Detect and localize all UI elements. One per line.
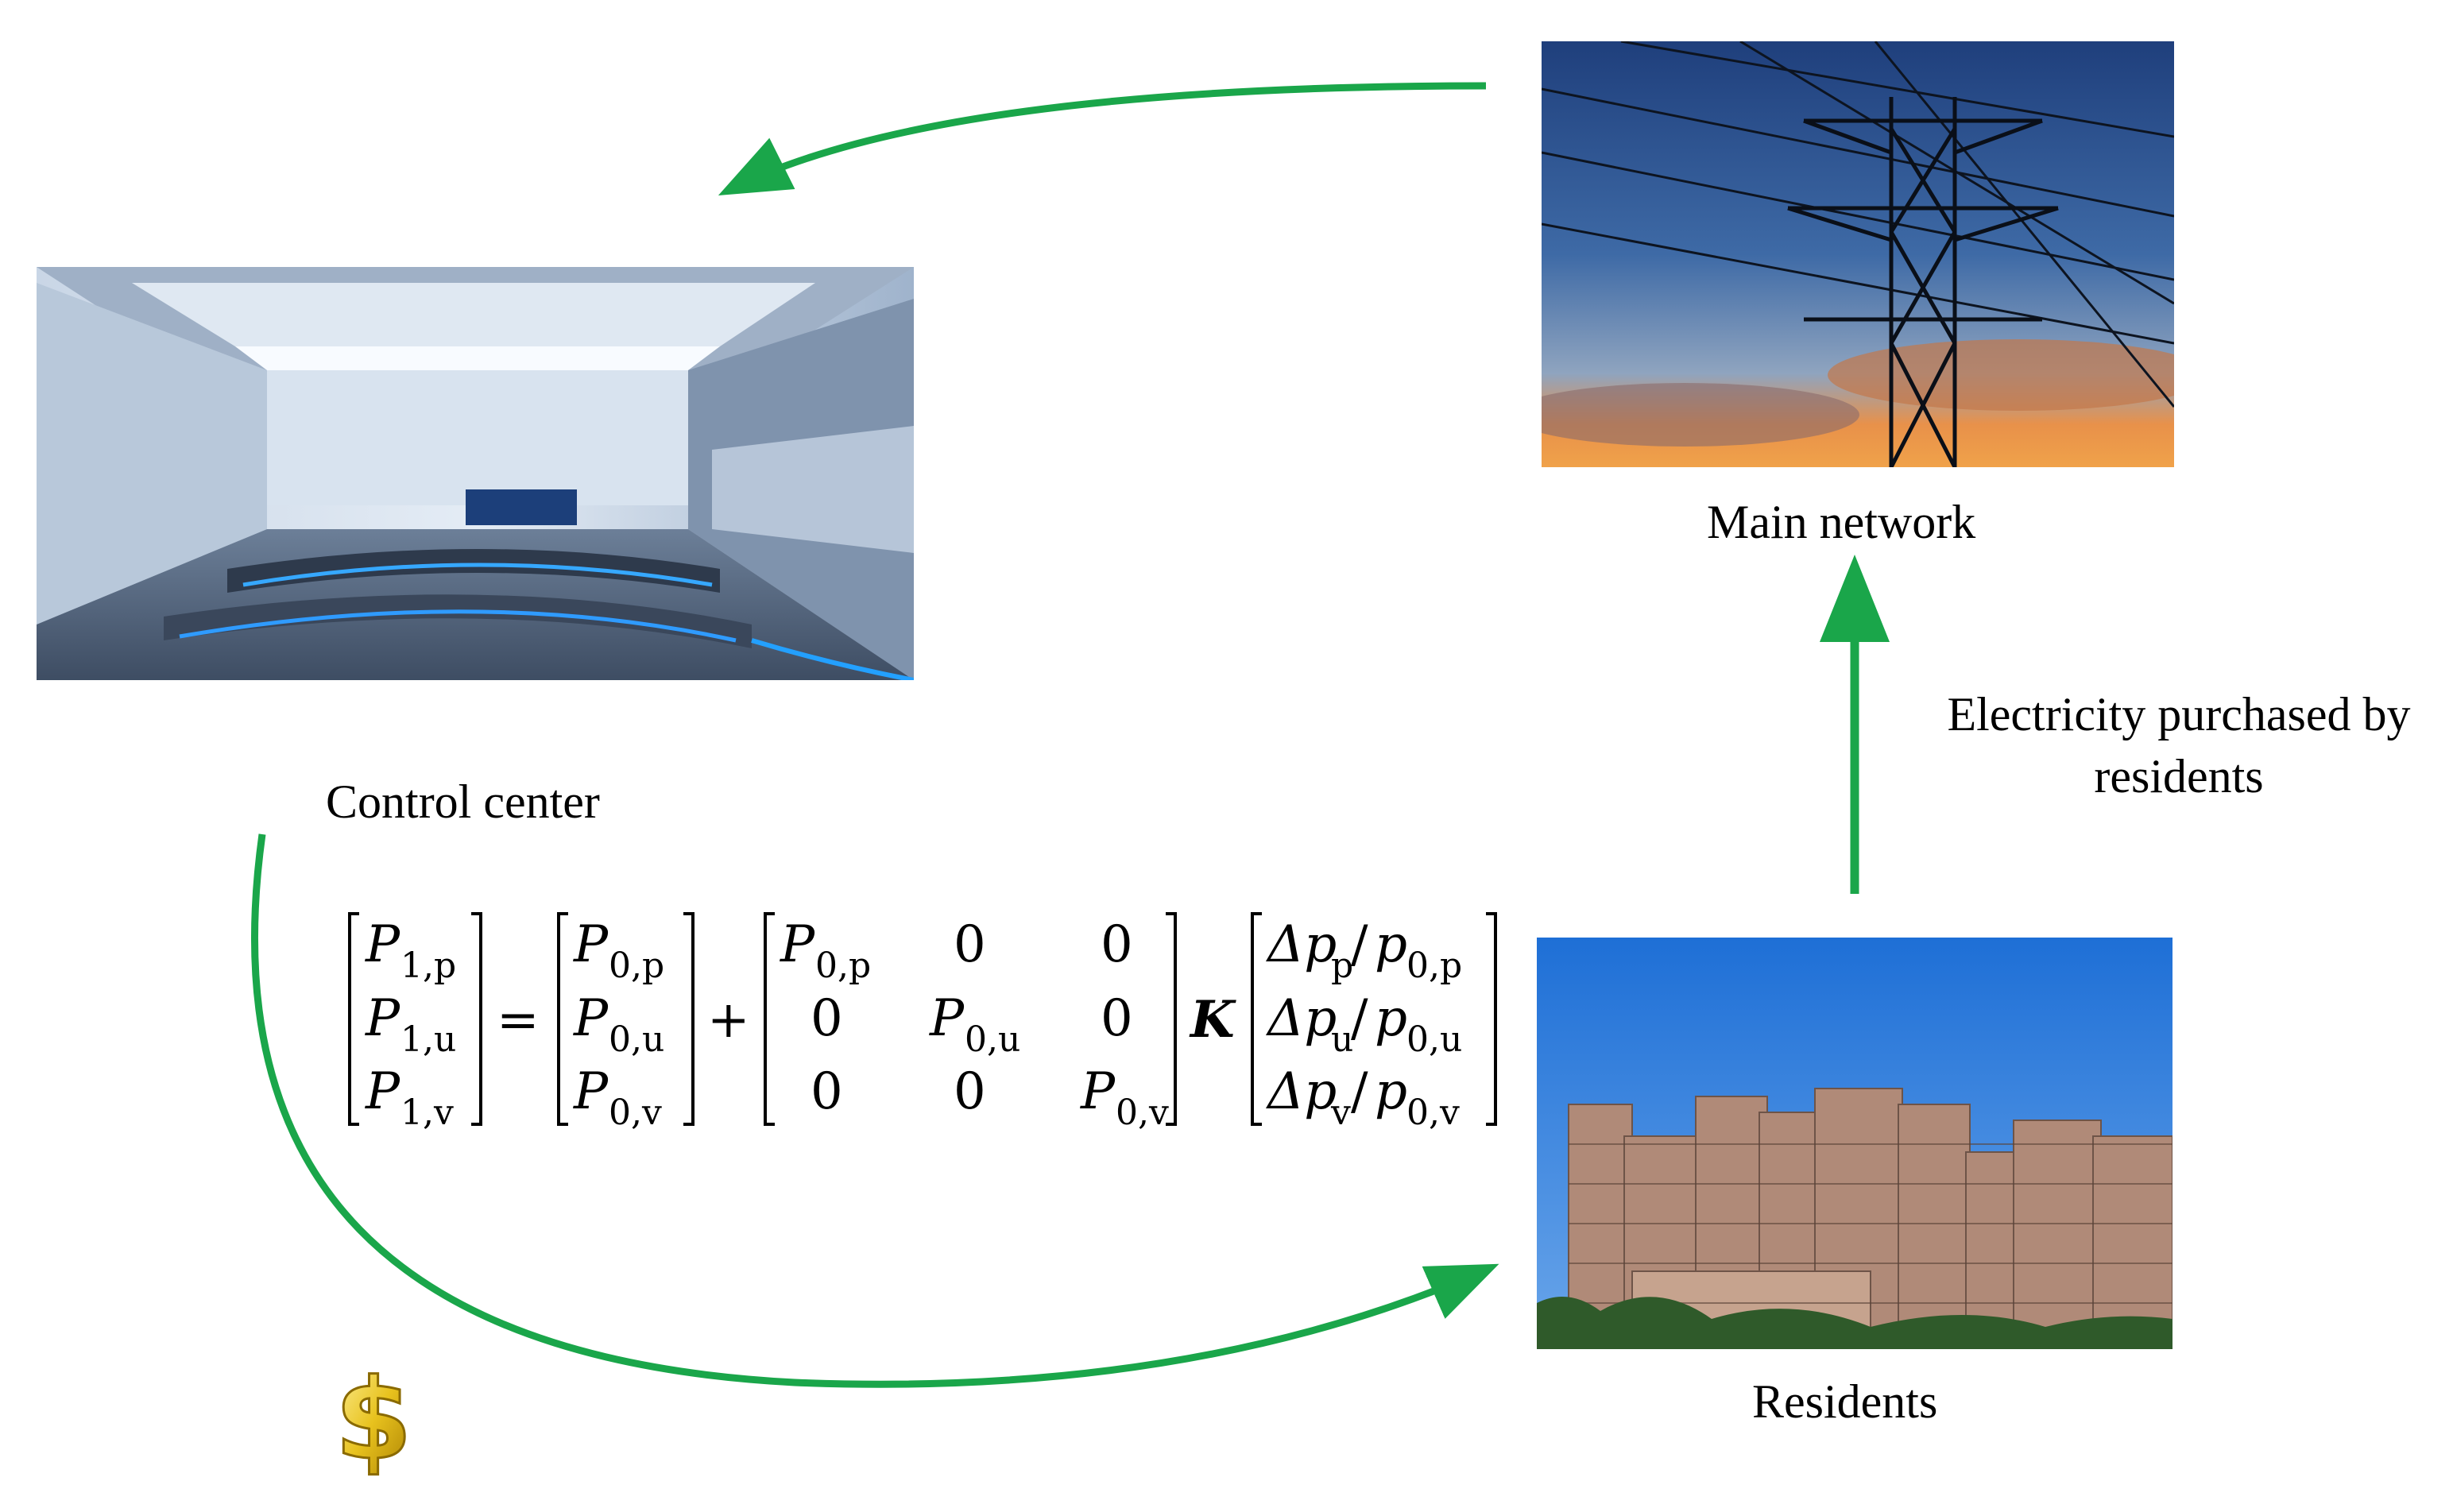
delta-u-ratio: p — [1375, 989, 1407, 1048]
delta-p-ratio-subscript: 0,p — [1406, 945, 1462, 986]
base-u-symbol: P — [573, 989, 609, 1048]
base-p-symbol: P — [573, 915, 609, 974]
control-center-label: Control center — [326, 775, 600, 828]
matrix-zero-1-2: 0 — [1101, 989, 1133, 1048]
matrix-zero-1-0: 0 — [811, 989, 843, 1048]
main-network-image — [1542, 41, 2174, 467]
plus-sign: + — [707, 991, 750, 1050]
arrow-control-center-to-residents — [250, 833, 1499, 1388]
matrix-zero-2-1: 0 — [954, 1062, 986, 1121]
lhs-p-subscript: 1,p — [400, 945, 456, 986]
electricity-purchase-line-1: Electricity purchased by — [1947, 688, 2411, 741]
delta-p-ratio: p — [1375, 915, 1407, 974]
electricity-purchase-line-2: residents — [2094, 750, 2264, 802]
base-v-symbol: P — [573, 1062, 609, 1121]
matrix-zero-0-1: 0 — [954, 915, 986, 974]
control-center-image — [37, 267, 914, 680]
lhs-v-symbol: P — [365, 1062, 400, 1121]
base-v-subscript: 0,v — [609, 1092, 662, 1133]
base-p-subscript: 0,p — [609, 945, 664, 986]
diag-u-symbol: P — [929, 989, 965, 1048]
delta-v-ratio: p — [1375, 1062, 1407, 1121]
base-u-subscript: 0,u — [609, 1019, 664, 1060]
arrow-main-network-to-control-center — [718, 82, 1487, 196]
delta-u-subscript: u — [1331, 1019, 1353, 1060]
delta-u-ratio-subscript: 0,u — [1406, 1019, 1462, 1060]
delta-p-symbol: Δp — [1265, 915, 1337, 974]
svg-text:$: $ — [335, 1363, 412, 1482]
lhs-p-symbol: P — [365, 915, 400, 974]
diag-p-subscript: 0,p — [815, 945, 871, 986]
pricing-equation: P 1,p P 1,u P 1,v = P 0,p P 0,u P 0,v + … — [348, 912, 1497, 1133]
delta-v-ratio-subscript: 0,v — [1406, 1092, 1460, 1133]
delta-p-slash: / — [1351, 915, 1368, 974]
delta-p-subscript: p — [1331, 945, 1353, 986]
diag-v-subscript: 0,v — [1116, 1092, 1169, 1133]
equals-sign: = — [497, 991, 540, 1050]
diag-v-symbol: P — [1080, 1062, 1116, 1121]
lhs-v-subscript: 1,v — [400, 1092, 454, 1133]
residents-label: Residents — [1752, 1375, 1938, 1428]
delta-v-slash: / — [1351, 1062, 1368, 1121]
matrix-zero-0-2: 0 — [1101, 915, 1133, 974]
delta-v-subscript: v — [1330, 1092, 1351, 1133]
matrix-zero-2-0: 0 — [811, 1062, 843, 1121]
delta-u-symbol: Δp — [1265, 989, 1337, 1048]
lhs-u-subscript: 1,u — [400, 1019, 456, 1060]
lhs-u-symbol: P — [365, 989, 400, 1048]
dollar-sign-icon: $ — [334, 1363, 413, 1482]
delta-u-slash: / — [1351, 989, 1368, 1048]
main-network-label: Main network — [1707, 496, 1976, 548]
electricity-purchase-label: Electricity purchased by residents — [1917, 683, 2441, 807]
residents-image — [1537, 938, 2172, 1349]
diag-u-subscript: 0,u — [965, 1019, 1020, 1060]
diag-p-symbol: P — [780, 915, 815, 974]
elasticity-matrix-k: K — [1189, 990, 1236, 1050]
delta-v-symbol: Δp — [1265, 1062, 1337, 1121]
